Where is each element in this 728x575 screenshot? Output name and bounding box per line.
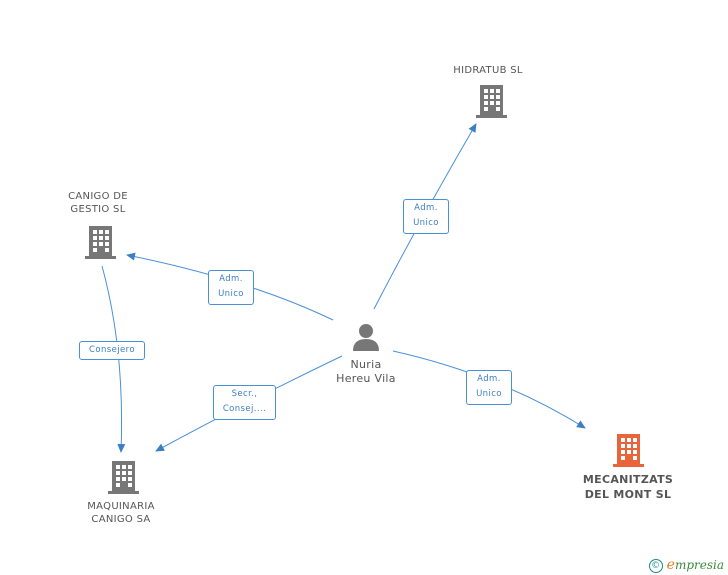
edge-label-to-maquinaria[interactable]: Secr., Consej.... — [213, 385, 276, 420]
building-icon[interactable] — [107, 459, 140, 495]
canigo-gestio-name-line1: CANIGO DE — [68, 191, 128, 202]
brand-rest: mpresia — [674, 558, 724, 572]
copyright-icon: © — [648, 558, 663, 573]
edge-label-line2: Unico — [413, 218, 439, 228]
node-label-canigo-gestio[interactable]: CANIGO DE GESTIO SL — [48, 190, 148, 216]
mecanitzats-name-line2: DEL MONT SL — [584, 488, 672, 501]
edge-label-line1: Consejero — [89, 345, 135, 355]
nuria-name-line1: Nuria — [350, 358, 382, 371]
edge-label-line2: Unico — [476, 389, 502, 399]
maquinaria-name-line2: CANIGO SA — [91, 514, 151, 525]
building-icon[interactable] — [84, 224, 117, 260]
node-label-maquinaria[interactable]: MAQUINARIA CANIGO SA — [71, 500, 171, 526]
hidratub-name: HIDRATUB SL — [453, 65, 523, 76]
node-label-nuria[interactable]: Nuria Hereu Vila — [316, 358, 416, 386]
node-label-mecanitzats[interactable]: MECANITZATS DEL MONT SL — [568, 472, 688, 502]
edge-label-line1: Secr., — [231, 389, 258, 399]
edge-label-to-hidratub[interactable]: Adm. Unico — [403, 199, 449, 234]
edge-label-line1: Adm. — [219, 274, 243, 284]
mecanitzats-name-line1: MECANITZATS — [582, 473, 674, 486]
empresia-watermark: ©empresia — [648, 557, 724, 573]
person-icon[interactable] — [351, 322, 381, 352]
edge-label-to-mecanitzats[interactable]: Adm. Unico — [466, 370, 512, 405]
node-label-hidratub[interactable]: HIDRATUB SL — [438, 64, 538, 77]
edge-label-to-canigo-gestio[interactable]: Adm. Unico — [208, 270, 254, 305]
edge-label-line2: Consej.... — [222, 404, 267, 414]
building-icon[interactable] — [475, 83, 508, 119]
brand-initial: e — [666, 557, 675, 573]
building-icon[interactable] — [612, 432, 645, 468]
edge-label-canigo-to-maquinaria[interactable]: Consejero — [79, 341, 145, 360]
edge-label-line1: Adm. — [477, 374, 501, 384]
nuria-name-line2: Hereu Vila — [336, 372, 396, 385]
canigo-gestio-name-line2: GESTIO SL — [70, 204, 126, 215]
maquinaria-name-line1: MAQUINARIA — [87, 501, 155, 512]
edge-label-line2: Unico — [218, 289, 244, 299]
edge-label-line1: Adm. — [414, 203, 438, 213]
